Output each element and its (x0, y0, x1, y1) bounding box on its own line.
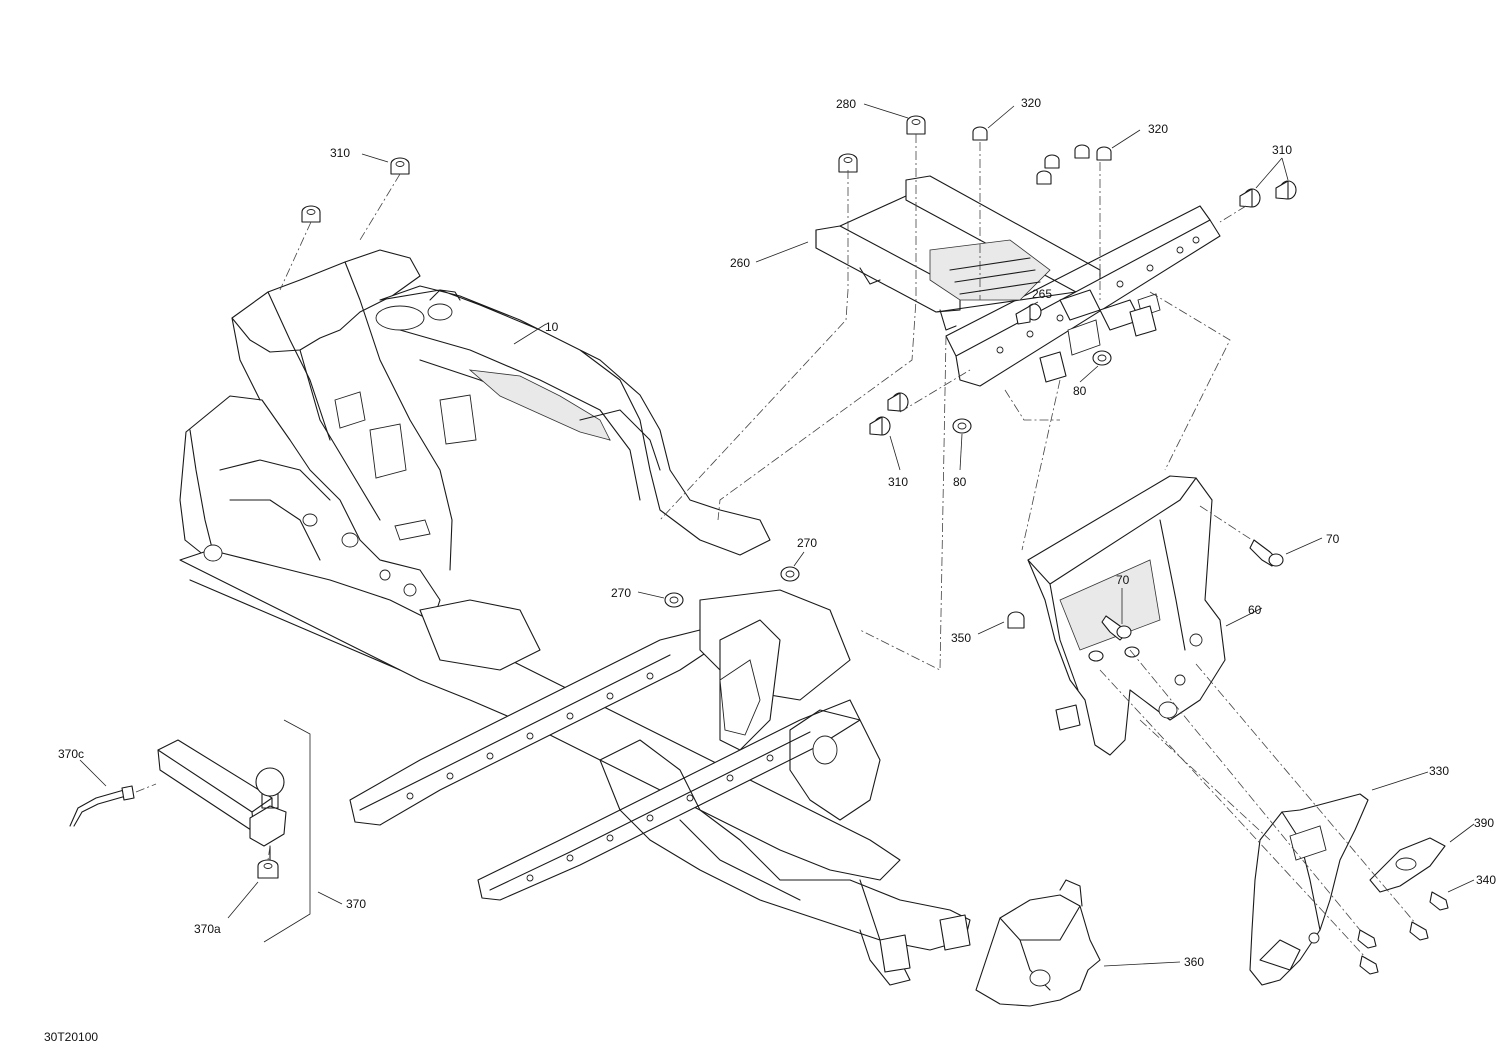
nut-280-b (838, 153, 858, 173)
callout-270-top: 270 (797, 536, 818, 550)
bolt-340-d (1359, 955, 1379, 975)
callout-340: 340 (1476, 873, 1497, 887)
bolt-70-a (1249, 539, 1284, 567)
callout-320-top: 320 (1021, 96, 1042, 110)
bolt-340-b (1409, 921, 1429, 941)
callout-265: 265 (1032, 287, 1053, 301)
callout-10: 10 (545, 320, 559, 334)
bushing-310-d (869, 416, 891, 436)
callout-280: 280 (836, 97, 857, 111)
callout-350: 350 (951, 631, 972, 645)
bolt-340-c (1357, 929, 1377, 949)
callout-320-right: 320 (1148, 122, 1169, 136)
callout-370a: 370a (194, 922, 221, 936)
bushing-80-a (1092, 350, 1112, 366)
bolt-340-a (1429, 891, 1449, 911)
callout-70-right: 70 (1326, 532, 1340, 546)
main-frame (179, 249, 971, 986)
fasteners (301, 115, 1449, 975)
callout-310-right: 310 (1272, 143, 1293, 157)
nut-320-d (1096, 146, 1112, 161)
nut-320-c (1074, 144, 1090, 159)
callout-310-lower: 310 (888, 475, 909, 489)
callout-70-mid: 70 (1116, 573, 1130, 587)
hitch-plate (1249, 793, 1369, 986)
callout-370: 370 (346, 897, 367, 911)
callout-370c: 370c (58, 747, 85, 761)
rail-holes (406, 672, 774, 882)
nut-320-a (972, 126, 988, 141)
leader-lines (79, 103, 1475, 967)
cover-plate (1369, 837, 1446, 893)
callout-80-lower: 80 (953, 475, 967, 489)
callout-270-left: 270 (611, 586, 632, 600)
bushing-310-a (1239, 188, 1261, 208)
bushing-80-b (952, 418, 972, 434)
nut-310-b (301, 205, 321, 223)
nut-280-a (906, 115, 926, 135)
receiver-bracket (975, 879, 1101, 1007)
nut-320-e (1036, 170, 1052, 185)
nut-320-b (1044, 154, 1060, 169)
bushing-310-c (887, 392, 909, 412)
callout-60: 60 (1248, 603, 1262, 617)
bushing-270-a (780, 566, 800, 582)
bushing-265 (1015, 303, 1042, 325)
callout-360: 360 (1184, 955, 1205, 969)
nut-310-a (390, 157, 410, 175)
subframe-holes (996, 236, 1200, 354)
rear-bracket (1027, 475, 1226, 756)
callout-80-right: 80 (1073, 384, 1087, 398)
bushing-270-b (664, 592, 684, 608)
rear-upper-subframe (815, 175, 1221, 387)
bushing-310-b (1275, 180, 1297, 200)
nut-bracket-a (1088, 650, 1104, 662)
bolt-70-b (1101, 615, 1132, 641)
assembly-lines (135, 134, 1417, 959)
hitch-ball-assembly (69, 719, 311, 943)
diagram-code: 30T20100 (44, 1030, 99, 1044)
nut-350 (1007, 611, 1025, 629)
callout-310-left: 310 (330, 146, 351, 160)
callout-390: 390 (1474, 816, 1495, 830)
callout-260: 260 (730, 256, 751, 270)
callout-330: 330 (1429, 764, 1450, 778)
